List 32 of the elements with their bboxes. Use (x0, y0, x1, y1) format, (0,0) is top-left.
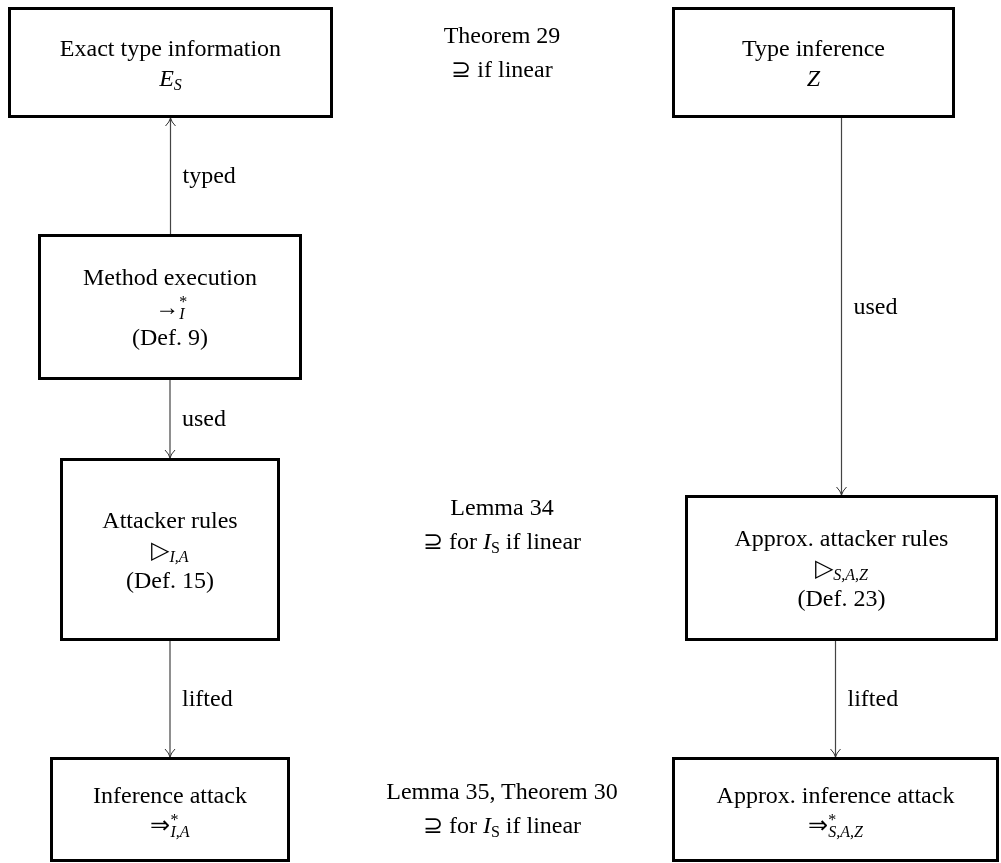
edge-label: used (182, 404, 226, 433)
box (60, 458, 280, 641)
theorem-note: ⊇ if linear (451, 55, 553, 84)
box-title: Exact type information (59, 33, 282, 63)
theorem-note: Theorem 29 (443, 21, 561, 50)
box (685, 495, 998, 641)
box (50, 757, 290, 862)
box-title: Type inference (742, 33, 885, 63)
box-text: Z (806, 63, 821, 93)
theorem-note: Lemma 34 (450, 493, 554, 522)
box-title: Attacker rules (102, 505, 238, 535)
edge-label: lifted (847, 684, 899, 713)
box (8, 7, 333, 118)
box-text: E$_{S}$ (159, 63, 182, 93)
theorem-note: ⊇ for I$_{S}$ if linear (422, 527, 582, 556)
edge-label: used (853, 291, 898, 321)
edge-label: typed (182, 161, 236, 190)
theorem-note: Lemma 35, Theorem 30 (386, 777, 618, 806)
box-text: ▷$_{S,A,Z}$ (815, 554, 868, 583)
box-title: Approx. attacker rules (734, 524, 949, 553)
theorem-note: ⊇ for I$_{S}$ if linear (422, 811, 582, 840)
box (672, 757, 999, 862)
box-text: ▷$_{I,A}$ (151, 535, 189, 565)
box-text: (Def. 23) (797, 584, 886, 613)
box-title: Approx. inference attack (716, 780, 955, 810)
box (672, 7, 955, 118)
box-title: Method execution (83, 263, 257, 292)
edge-label: lifted (182, 684, 233, 713)
box (38, 234, 302, 380)
box-title: Inference attack (93, 780, 247, 810)
box-text: (Def. 15) (126, 565, 214, 595)
box-text: (Def. 9) (132, 323, 208, 352)
